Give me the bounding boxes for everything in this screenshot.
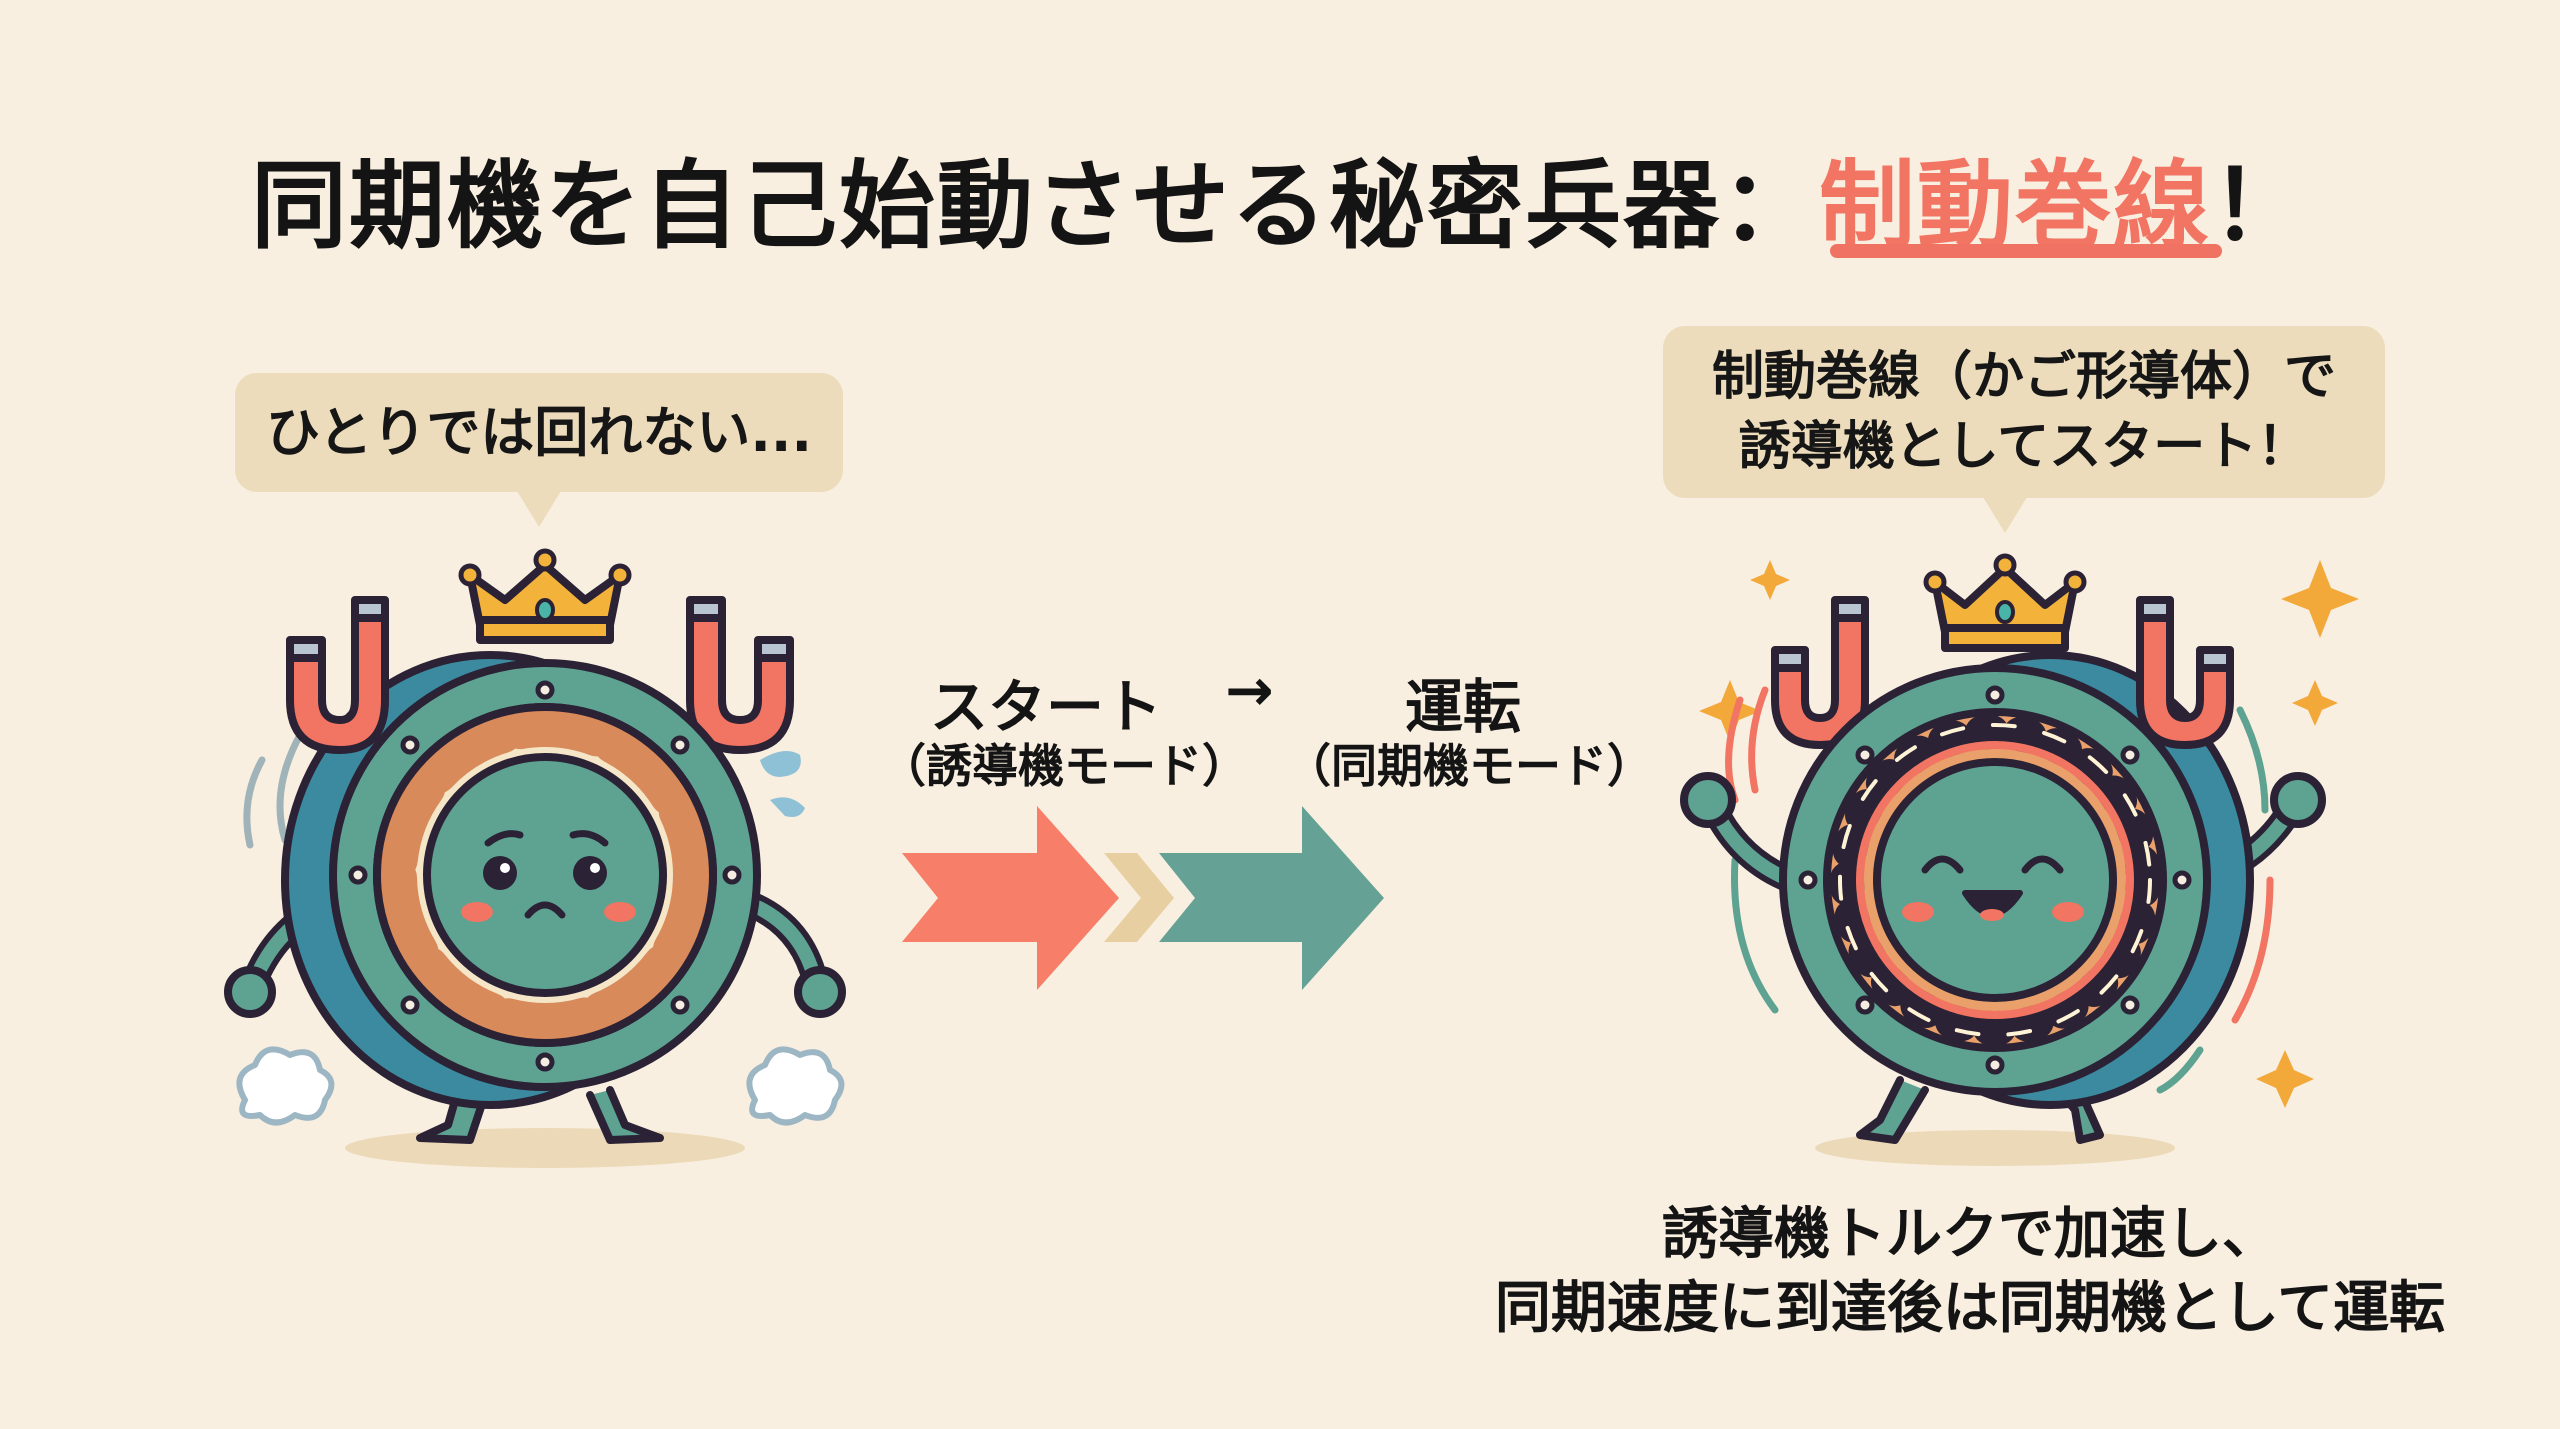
left-speech-bubble: ひとりでは回れない... <box>235 373 843 492</box>
start-mode-label: （誘導機モード） <box>880 739 1248 793</box>
right-bubble-tail <box>1983 497 2027 533</box>
magnet-icon <box>1771 596 1869 749</box>
chevron-icon <box>1104 853 1174 942</box>
page-title: 同期機を自己始動させる秘密兵器：制動巻線！ <box>0 128 2560 267</box>
caption-line2: 同期速度に到達後は同期機として運転 <box>1494 1276 2446 1341</box>
crown-icon <box>1923 553 2087 652</box>
magnet-icon <box>2136 596 2234 749</box>
title-highlight-underline <box>1830 244 2222 258</box>
left-bubble-tail <box>517 491 561 527</box>
right-speech-bubble: 制動巻線（かご形導体）で 誘導機としてスタート！ <box>1663 326 2385 498</box>
flow-arrow-symbol: → <box>1225 656 1274 724</box>
title-main: 同期機を自己始動させる秘密兵器： <box>251 150 1819 262</box>
left-speech-text: ひとりでは回れない... <box>266 401 812 464</box>
start-label: スタート <box>930 673 1163 741</box>
sparkle-icon <box>1699 560 2359 1108</box>
dust-cloud-icon <box>746 1046 845 1126</box>
caption: 誘導機トルクで加速し、 同期速度に到達後は同期機として運転 <box>1460 1198 2480 1346</box>
title-highlight: 制動巻線 <box>1819 150 2211 262</box>
dust-cloud-icon <box>236 1046 335 1126</box>
right-speech-line2: 誘導機としてスタート！ <box>1738 417 2310 477</box>
run-arrow-icon <box>1159 806 1384 990</box>
start-arrow-icon <box>902 806 1119 990</box>
run-label: 運転 <box>1405 673 1522 741</box>
run-mode-label: （同期機モード） <box>1285 739 1653 793</box>
sweat-drop-icon <box>760 751 805 817</box>
caption-line1: 誘導機トルクで加速し、 <box>1662 1202 2278 1267</box>
title-suffix: ！ <box>2211 150 2309 262</box>
right-speech-line1: 制動巻線（かご形導体）で <box>1711 347 2336 407</box>
magnet-icon <box>286 596 389 754</box>
lightning-ring-icon <box>1830 715 2160 1045</box>
crown-icon <box>458 548 632 644</box>
